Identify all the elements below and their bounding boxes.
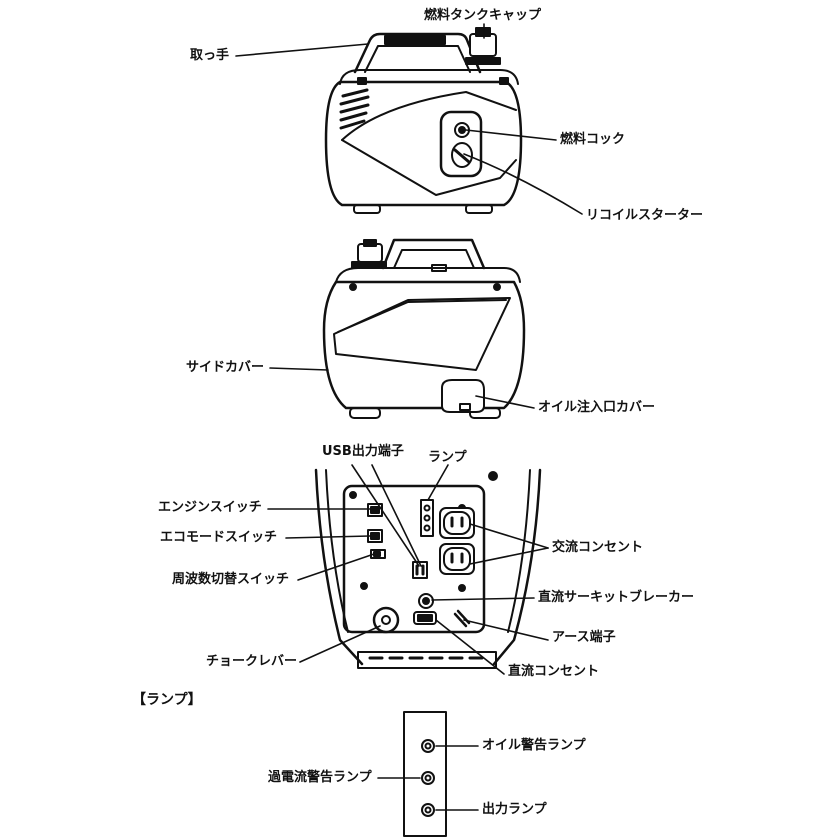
label-oil-fill-cover: オイル注入口カバー <box>538 400 656 415</box>
label-dc-breaker: 直流サーキットブレーカー <box>538 590 695 605</box>
leader-lines <box>235 23 583 811</box>
label-frequency-switch: 周波数切替スイッチ <box>172 572 290 587</box>
label-handle: 取っ手 <box>190 48 230 63</box>
label-eco-mode-switch: エコモードスイッチ <box>160 530 278 545</box>
control-panel-view <box>314 468 542 669</box>
generator-top-view <box>324 27 523 214</box>
label-lamp: ランプ <box>428 450 467 465</box>
label-fuel-cock: 燃料コック <box>560 132 626 147</box>
lamp-section-title: 【ランプ】 <box>132 692 202 708</box>
label-choke-lever: チョークレバー <box>206 654 298 669</box>
label-overcurrent-warning-lamp: 過電流警告ランプ <box>268 770 372 785</box>
label-fuel-tank-cap: 燃料タンクキャップ <box>424 8 542 23</box>
label-oil-warning-lamp: オイル警告ランプ <box>482 738 586 753</box>
label-output-lamp: 出力ランプ <box>482 802 547 817</box>
label-side-cover: サイドカバー <box>186 360 265 375</box>
label-earth-terminal: アース端子 <box>552 630 616 645</box>
label-usb-output: USB出力端子 <box>322 444 404 459</box>
lamp-detail-view <box>403 711 447 837</box>
generator-side-view <box>322 238 526 419</box>
label-ac-outlet: 交流コンセント <box>552 540 644 555</box>
label-dc-outlet: 直流コンセント <box>508 664 600 679</box>
label-recoil-starter: リコイルスターター <box>586 208 704 223</box>
label-engine-switch: エンジンスイッチ <box>158 500 262 515</box>
